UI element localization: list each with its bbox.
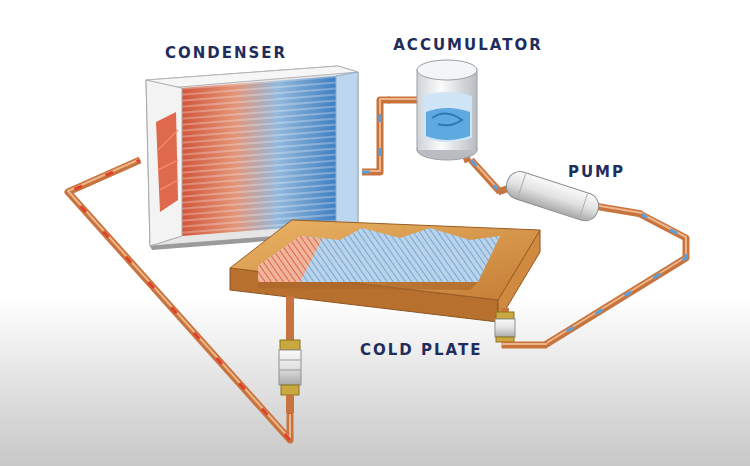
component-area: ACCUMULATOR	[390, 30, 546, 160]
component-area: PUMP	[500, 160, 640, 232]
accumulator-illustration	[388, 60, 477, 162]
part-label: COLD PLATE	[360, 341, 482, 359]
copper-pipe	[362, 99, 390, 172]
part-label: PUMP	[568, 163, 625, 181]
cold-plate-illustration	[230, 220, 547, 413]
part-label: ACCUMULATOR	[393, 36, 542, 54]
part-label: CONDENSER	[165, 44, 287, 62]
component-area: COLD PLATE	[225, 212, 545, 372]
copper-pipe	[471, 159, 500, 192]
copper-pipe	[545, 213, 686, 345]
component-area: CONDENSER	[140, 38, 362, 248]
